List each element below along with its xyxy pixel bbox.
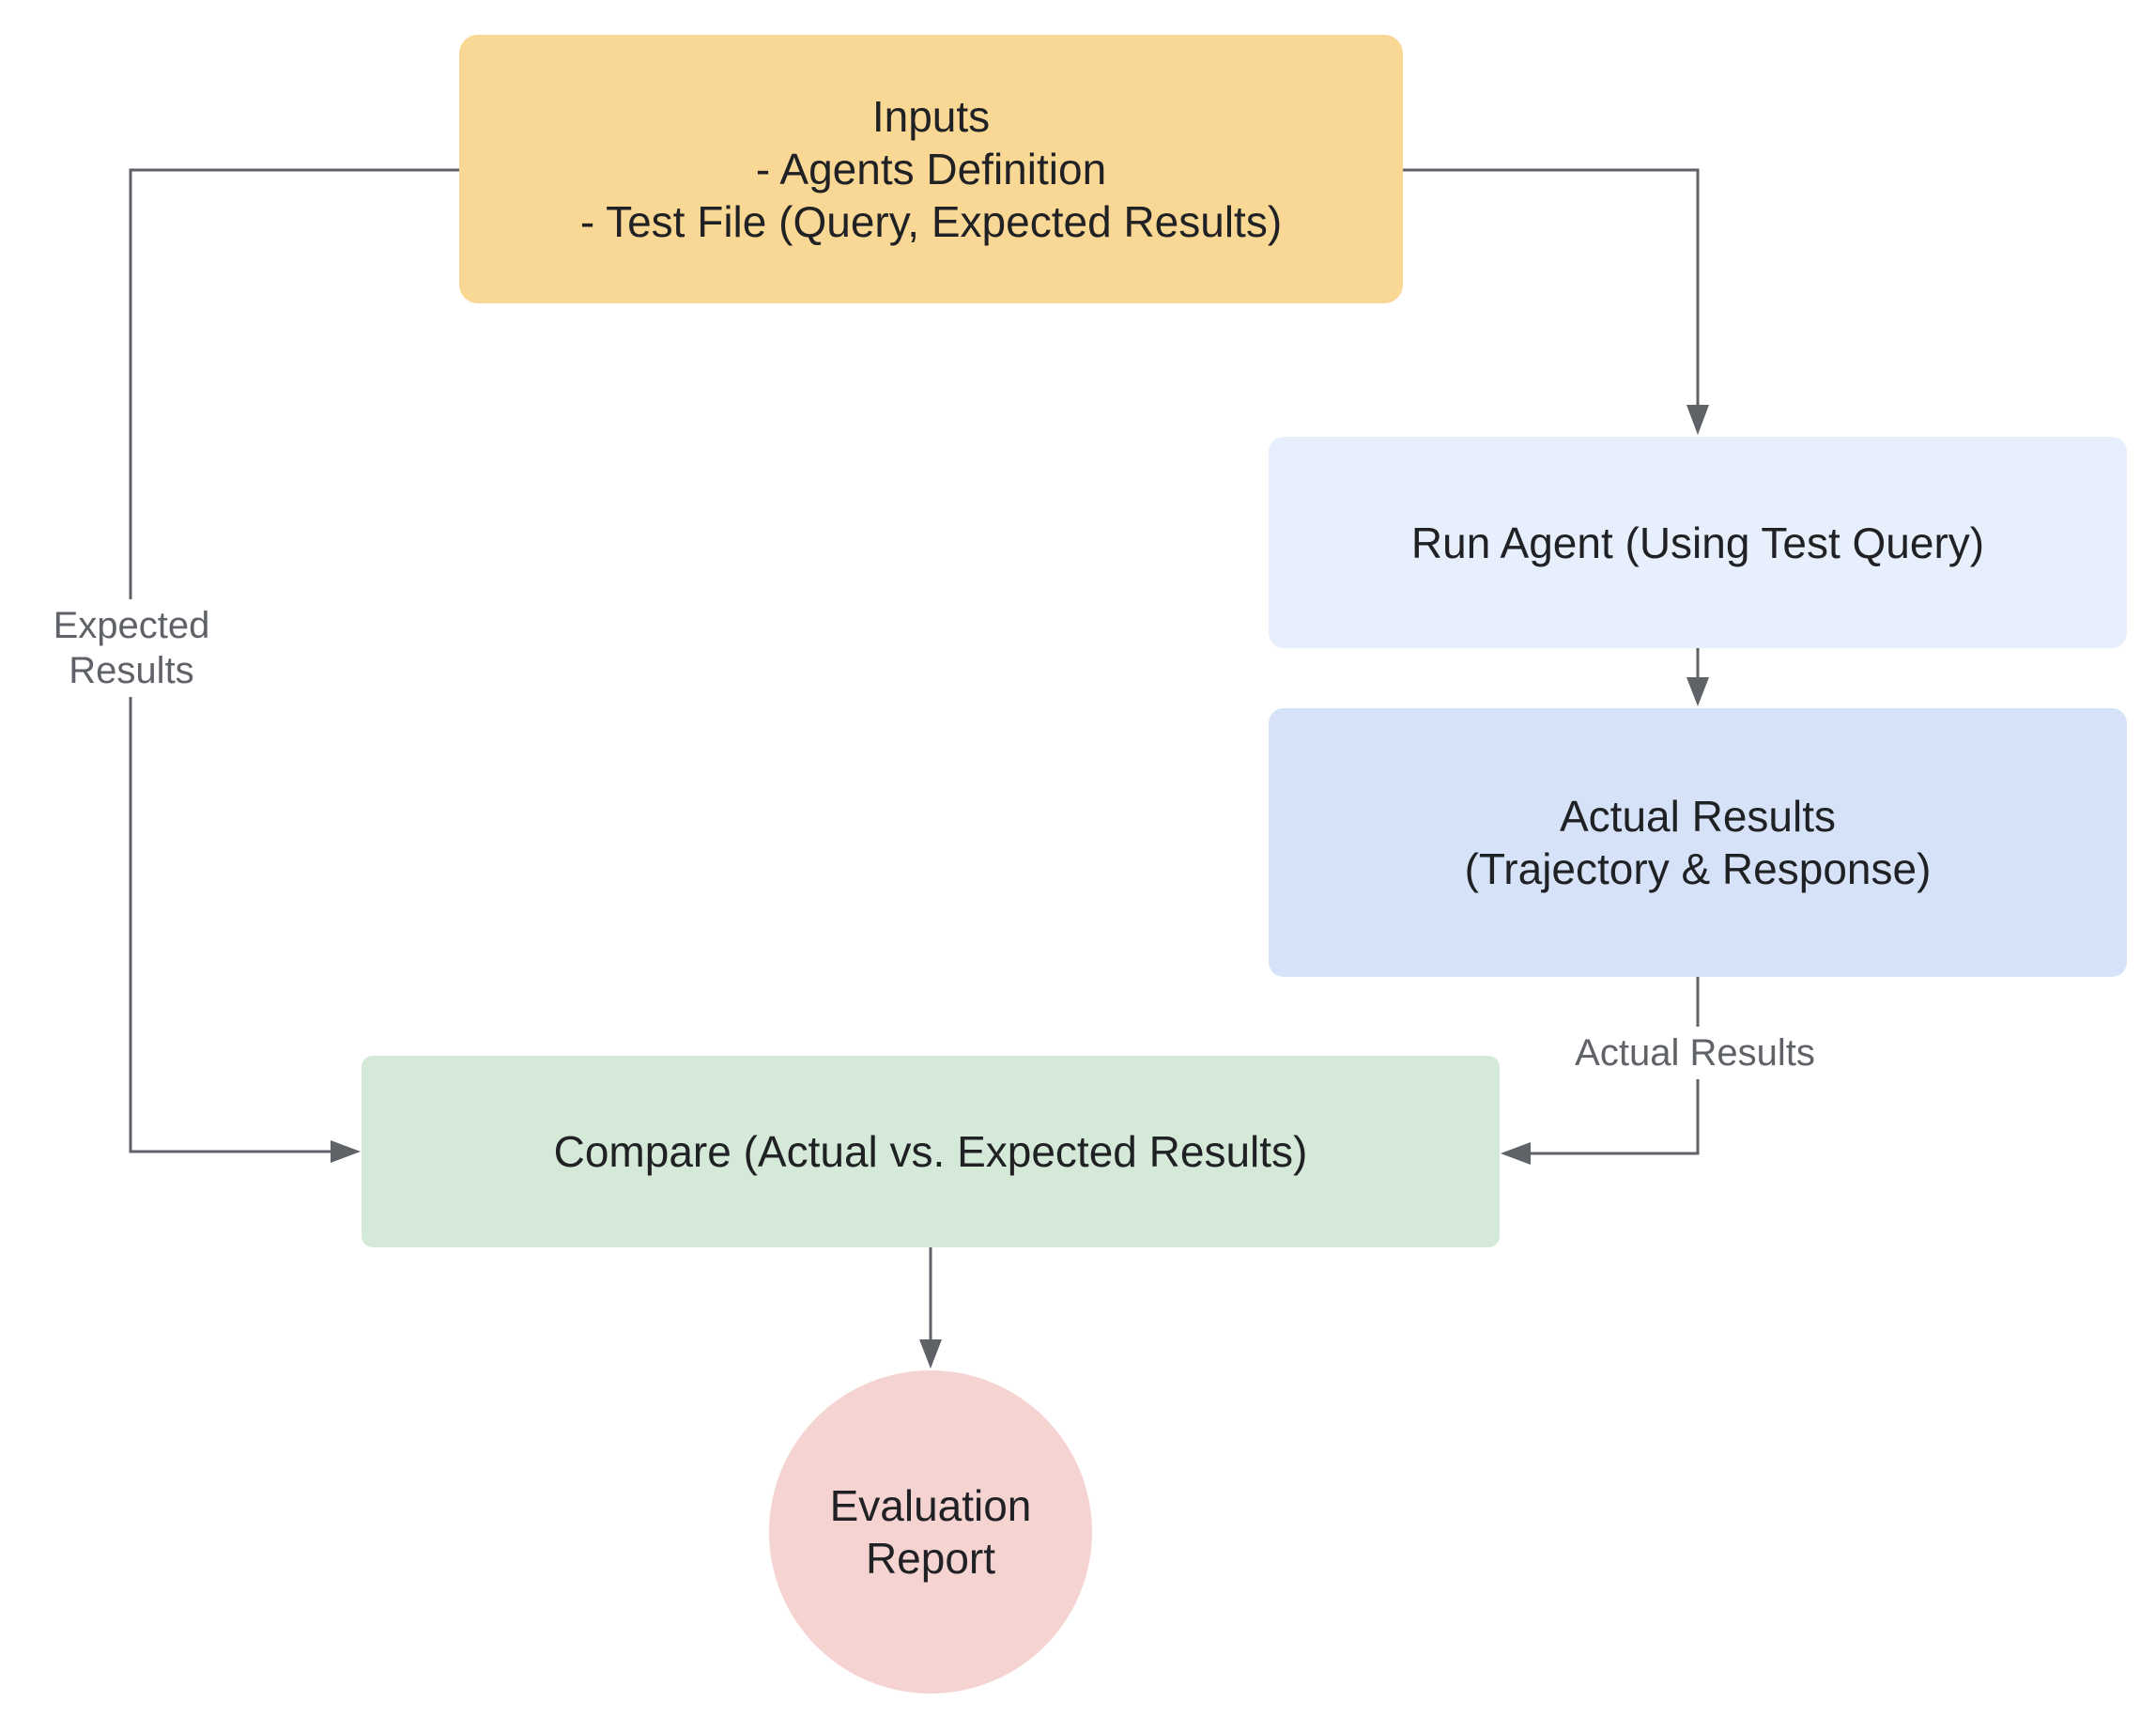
run-agent-box: Run Agent (Using Test Query) [1269, 437, 2127, 648]
actual-results-edge-label: Actual Results [1559, 1027, 1831, 1079]
run-agent-label: Run Agent (Using Test Query) [1410, 518, 1985, 567]
expected-results-label-line2: Results [69, 650, 194, 691]
inputs-test-file: - Test File (Query, Expected Results) [579, 197, 1283, 246]
compare-label: Compare (Actual vs. Expected Results) [553, 1127, 1308, 1176]
inputs-title: Inputs [871, 92, 991, 141]
expected-results-label-line1: Expected [53, 605, 210, 646]
expected-results-edge-label: Expected Results [38, 599, 225, 697]
inputs-box: Inputs - Agents Definition - Test File (… [459, 35, 1403, 303]
actual-results-subtitle: (Trajectory & Response) [1464, 844, 1932, 893]
compare-box: Compare (Actual vs. Expected Results) [362, 1056, 1500, 1247]
inputs-agents-definition: - Agents Definition [755, 145, 1107, 193]
evaluation-report-line2: Report [865, 1534, 996, 1583]
evaluation-report-line1: Evaluation [829, 1481, 1032, 1530]
arrowhead-report [919, 1339, 942, 1369]
actual-results-box: Actual Results (Trajectory & Response) [1269, 708, 2127, 977]
actual-results-title: Actual Results [1559, 792, 1836, 841]
evaluation-report-circle: Evaluation Report [769, 1370, 1092, 1694]
actual-results-label-line1: Actual Results [1575, 1032, 1815, 1074]
arrowhead-actual-results [1686, 677, 1709, 706]
arrowhead-compare-left [331, 1140, 361, 1163]
arrowhead-compare-right [1501, 1142, 1531, 1165]
connector-inputs-to-run-agent [1403, 168, 1700, 411]
arrowhead-run-agent [1686, 405, 1709, 435]
arrowheads [331, 405, 1709, 1369]
